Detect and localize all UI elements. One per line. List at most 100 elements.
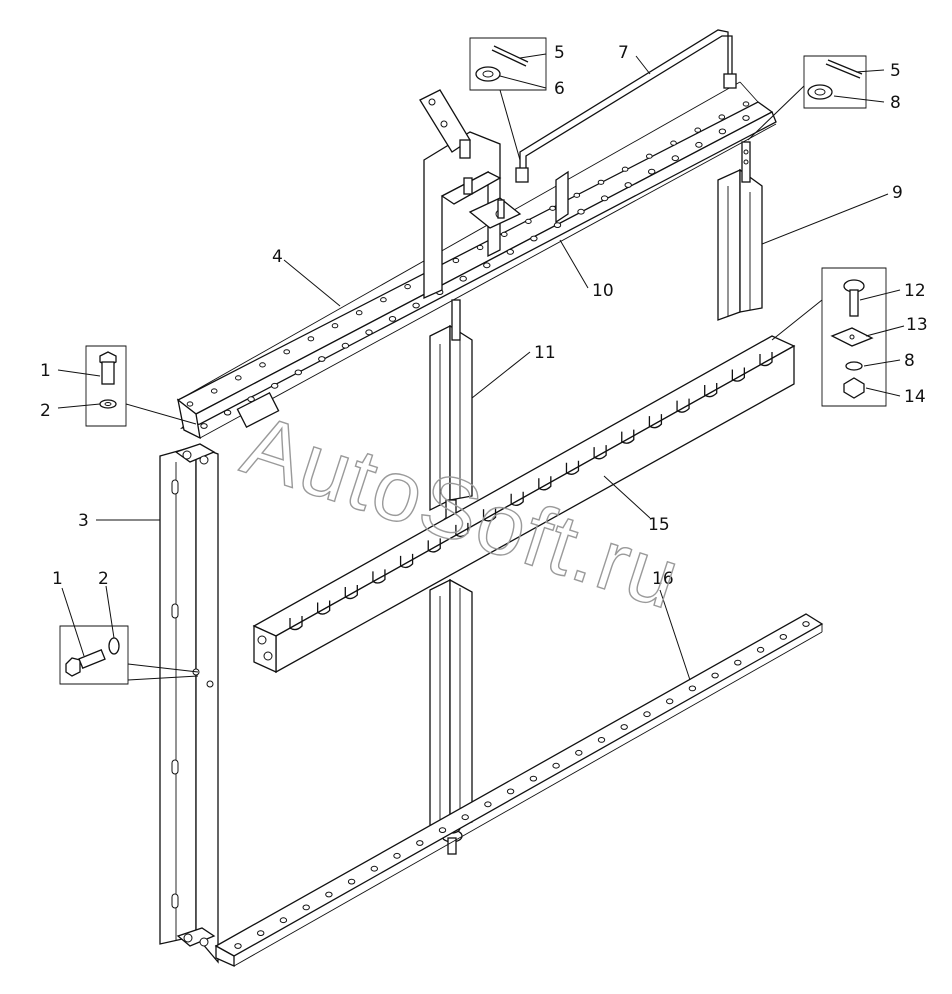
mounting-hole xyxy=(525,218,532,224)
mounting-hole xyxy=(294,369,302,376)
mounting-hole xyxy=(476,244,484,251)
beam-slot xyxy=(621,429,635,444)
mounting-hole xyxy=(620,724,628,730)
mounting-hole xyxy=(549,205,556,211)
mounting-hole xyxy=(711,672,719,679)
callout-2-lower: 2 xyxy=(98,569,109,589)
mounting-hole xyxy=(416,840,424,846)
mounting-hole xyxy=(307,336,315,342)
tie-rod-tube xyxy=(515,29,737,183)
mounting-hole xyxy=(742,115,750,121)
mounting-hole xyxy=(459,275,467,282)
mounting-hole xyxy=(370,865,378,872)
callout-12: 12 xyxy=(904,281,926,301)
mounting-hole xyxy=(210,388,218,394)
mounting-hole xyxy=(597,737,606,743)
callout-labels: 1 2 3 4 5 6 7 5 8 9 10 11 12 13 8 14 15 … xyxy=(40,43,928,589)
hardware-box-top-center xyxy=(469,37,547,91)
mounting-hole xyxy=(670,140,677,146)
beam-slot xyxy=(538,476,552,491)
mounting-hole xyxy=(200,423,208,429)
hardware-box-upper-left xyxy=(85,345,127,427)
mounting-hole xyxy=(283,349,291,355)
vertical-profile-center xyxy=(429,299,473,855)
callout-16: 16 xyxy=(652,569,674,589)
callout-13: 13 xyxy=(906,315,928,335)
mounting-hole xyxy=(718,128,727,135)
mounting-hole xyxy=(235,375,242,381)
mounting-hole xyxy=(257,930,265,936)
mounting-hole xyxy=(671,155,679,162)
callout-8-top-right: 8 xyxy=(890,93,901,113)
mounting-hole xyxy=(646,153,653,159)
callout-1-upper: 1 xyxy=(40,361,51,381)
mounting-hole xyxy=(573,192,581,198)
mounting-hole xyxy=(802,621,810,627)
mounting-hole xyxy=(734,659,742,666)
mounting-hole xyxy=(461,814,469,821)
mounting-hole xyxy=(577,208,585,215)
callout-9: 9 xyxy=(892,183,903,203)
mounting-hole xyxy=(259,362,266,368)
callout-5-top-right: 5 xyxy=(890,61,901,81)
mounting-hole xyxy=(388,316,397,322)
mounting-hole xyxy=(643,711,651,718)
mounting-hole xyxy=(600,195,609,202)
beam-slot xyxy=(344,584,358,600)
mounting-hole xyxy=(648,168,656,175)
bottom-strip xyxy=(214,613,824,968)
left-upright xyxy=(159,443,219,964)
mounting-hole xyxy=(318,356,326,362)
beam-slot xyxy=(482,507,497,522)
upper-profile-right xyxy=(717,141,763,321)
mounting-hole xyxy=(271,382,279,389)
beam-slot xyxy=(427,538,441,553)
beam-slot xyxy=(316,600,331,615)
mounting-hole xyxy=(393,852,401,859)
callout-6: 6 xyxy=(554,79,565,99)
mounting-hole xyxy=(624,182,632,188)
beam-slot xyxy=(704,383,718,398)
callout-15: 15 xyxy=(648,515,670,535)
mounting-hole xyxy=(530,235,538,242)
mounting-hole xyxy=(552,762,560,769)
mounting-hole xyxy=(506,788,515,795)
slotted-cross-beam xyxy=(252,335,796,674)
mounting-hole xyxy=(331,323,339,329)
mounting-hole xyxy=(483,262,491,269)
mounting-hole xyxy=(694,127,702,133)
mounting-hole xyxy=(186,401,194,407)
callout-5-top-center: 5 xyxy=(554,43,565,63)
mounting-hole xyxy=(438,827,447,833)
mounting-hole xyxy=(718,114,726,120)
callout-1-lower: 1 xyxy=(52,569,63,589)
mounting-hole xyxy=(380,297,387,303)
callout-10: 10 xyxy=(592,281,614,301)
mounting-hole xyxy=(452,257,460,264)
callout-14: 14 xyxy=(904,387,926,407)
mounting-hole xyxy=(779,634,787,640)
hardware-box-lower-left xyxy=(59,625,129,685)
beam-slot xyxy=(289,616,303,631)
mounting-bracket xyxy=(419,89,569,300)
mounting-hole xyxy=(365,329,373,336)
mounting-hole xyxy=(234,943,242,949)
mounting-hole xyxy=(756,646,765,653)
mounting-hole xyxy=(742,101,750,107)
callout-11: 11 xyxy=(534,343,556,363)
mounting-hole xyxy=(506,249,514,255)
mounting-hole xyxy=(404,284,411,290)
beam-slot xyxy=(399,553,414,569)
beam-slot xyxy=(510,491,524,507)
upper-angle-rail xyxy=(176,81,777,440)
hardware-box-top-right xyxy=(803,55,867,109)
beam-slot xyxy=(648,414,663,429)
mounting-hole xyxy=(597,179,605,185)
mounting-hole xyxy=(347,878,356,885)
callout-4: 4 xyxy=(272,247,283,267)
mounting-hole xyxy=(621,166,629,172)
callout-7: 7 xyxy=(618,43,629,63)
mounting-hole xyxy=(529,775,538,782)
beam-slot xyxy=(565,460,580,475)
